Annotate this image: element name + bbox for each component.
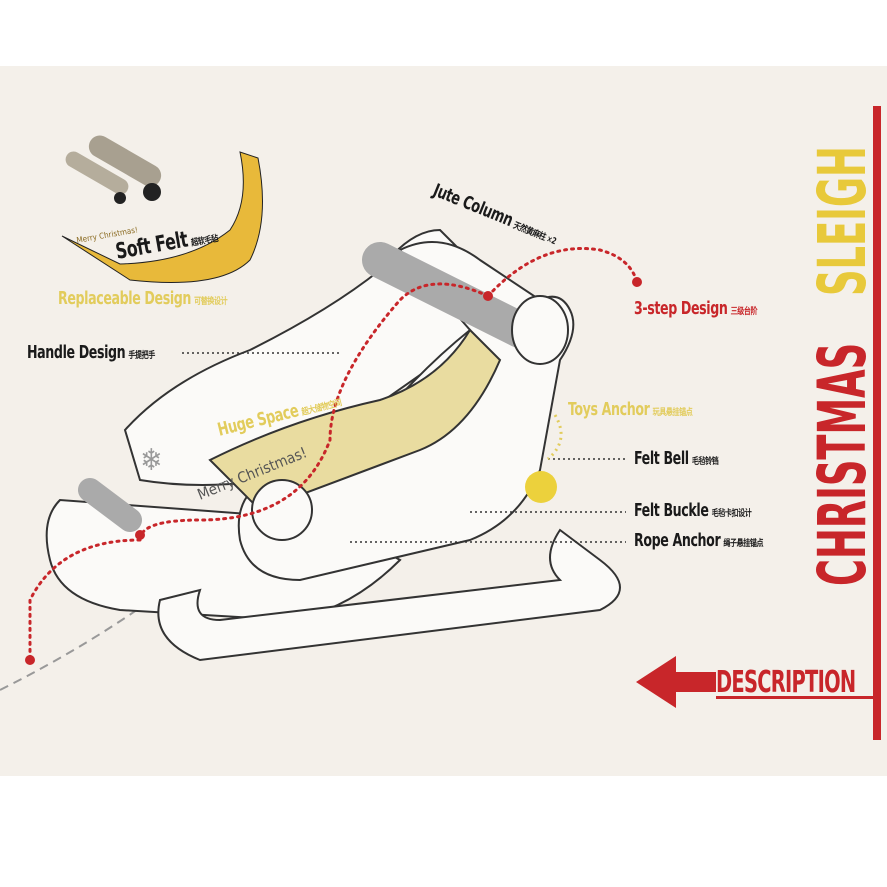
dashed-arc xyxy=(0,469,301,691)
title-sleigh: SLEIGH xyxy=(804,146,881,296)
leader-lines xyxy=(182,352,626,543)
title-red-bar xyxy=(873,106,881,740)
felt-mat-image xyxy=(61,135,263,283)
red-dotted-paths xyxy=(28,247,639,662)
red-dots xyxy=(25,277,642,665)
arrow-left-icon xyxy=(636,656,716,708)
felt-bell-highlight xyxy=(525,471,557,503)
description-label: DESCRIPTION xyxy=(716,665,856,700)
title-christmas: CHRISTMAS xyxy=(804,342,881,586)
sleigh-body xyxy=(45,228,621,662)
snowflake-icon: ❄ xyxy=(140,443,163,478)
toys-anchor-line xyxy=(546,414,563,461)
